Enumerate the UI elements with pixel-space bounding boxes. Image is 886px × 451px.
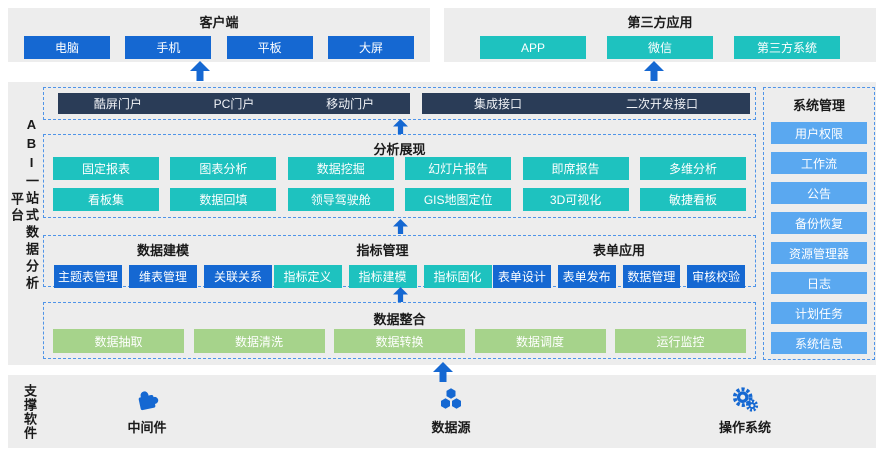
gears-icon: [731, 386, 760, 414]
analysis-item[interactable]: 即席报告: [522, 157, 629, 180]
hexagons-icon: [437, 386, 465, 414]
client-item-tablet[interactable]: 平板: [226, 36, 313, 59]
system-item[interactable]: 工作流: [771, 152, 867, 174]
portal-bar-right: 集成接口 二次开发接口: [422, 93, 750, 114]
modeling-group-title: 指标管理: [356, 243, 409, 258]
modeling-group-form: 表单应用 表单设计 表单发布 数据管理 审核校验: [493, 240, 745, 288]
analysis-item[interactable]: 3D可视化: [522, 188, 629, 211]
support-item-middleware: 中间件: [105, 386, 189, 436]
analysis-item[interactable]: 固定报表: [53, 157, 159, 180]
modeling-group-title: 数据建模: [136, 243, 189, 258]
modeling-item[interactable]: 指标建模: [348, 265, 417, 288]
system-management-section: 系统管理 用户权限 工作流 公告 备份恢复 资源管理器 日志 计划任务 系统信息: [763, 87, 875, 360]
modeling-item[interactable]: 审核校验: [687, 265, 745, 288]
portal-item-pc[interactable]: PC门户: [213, 97, 255, 111]
client-item-bigscreen[interactable]: 大屏: [327, 36, 414, 59]
modeling-item[interactable]: 表单设计: [493, 265, 551, 288]
system-item[interactable]: 资源管理器: [771, 242, 867, 264]
modeling-group-indicator: 指标管理 指标定义 指标建模 指标固化: [273, 240, 492, 288]
analysis-section: 分析展现 固定报表 图表分析 数据挖掘 幻灯片报告 即席报告 多维分析 看板集 …: [43, 134, 756, 218]
system-title: 系统管理: [792, 98, 845, 113]
integration-item[interactable]: 数据转换: [334, 329, 465, 353]
modeling-item[interactable]: 维表管理: [129, 265, 197, 288]
third-party-item-wechat[interactable]: 微信: [607, 36, 713, 59]
analysis-item[interactable]: 幻灯片报告: [405, 157, 512, 180]
support-item-datasource: 数据源: [409, 386, 493, 436]
client-title: 客户端: [199, 15, 239, 30]
up-arrow-icon: [390, 119, 411, 134]
modeling-item[interactable]: 主题表管理: [54, 265, 122, 288]
analysis-item[interactable]: 领导驾驶舱: [287, 188, 394, 211]
support-item-label: 操作系统: [718, 420, 771, 435]
integration-item[interactable]: 数据抽取: [53, 329, 184, 353]
modeling-group-title: 表单应用: [592, 243, 645, 258]
modeling-item[interactable]: 指标固化: [423, 265, 492, 288]
system-item[interactable]: 系统信息: [771, 332, 867, 354]
client-item-pc[interactable]: 电脑: [24, 36, 110, 59]
integration-section: 数据整合 数据抽取 数据清洗 数据转换 数据调度 运行监控: [43, 302, 756, 359]
analysis-item[interactable]: 多维分析: [639, 157, 746, 180]
integration-item[interactable]: 数据清洗: [193, 329, 325, 353]
portal-section: 酷屏门户 PC门户 移动门户 集成接口 二次开发接口: [43, 87, 756, 120]
platform-label-main: ABI一站式数据分析: [24, 117, 39, 293]
support-item-os: 操作系统: [703, 386, 787, 436]
portal-item-coolscreen[interactable]: 酷屏门户: [93, 97, 142, 111]
third-party-item-system[interactable]: 第三方系统: [734, 36, 840, 59]
third-party-title: 第三方应用: [627, 15, 693, 30]
platform-panel: ABI一站式数据分析 平台 酷屏门户 PC门户 移动门户 集成接口 二次开发接口…: [8, 82, 876, 365]
system-item[interactable]: 用户权限: [771, 122, 867, 144]
modeling-section: 数据建模 主题表管理 维表管理 关联关系 指标管理 指标定义 指标建模 指标固化: [43, 235, 756, 288]
third-party-item-app[interactable]: APP: [480, 36, 586, 59]
analysis-item[interactable]: 数据挖掘: [287, 157, 394, 180]
integration-title: 数据整合: [373, 312, 426, 327]
portal-item-secondary-dev-api[interactable]: 二次开发接口: [625, 97, 698, 111]
support-item-label: 中间件: [127, 420, 167, 435]
up-arrow-icon: [432, 361, 454, 383]
system-item[interactable]: 公告: [771, 182, 867, 204]
support-panel: 支撑软件 中间件: [8, 375, 876, 448]
system-item[interactable]: 备份恢复: [771, 212, 867, 234]
client-item-mobile[interactable]: 手机: [125, 36, 212, 59]
up-arrow-icon: [390, 287, 411, 302]
modeling-item[interactable]: 数据管理: [622, 265, 681, 288]
analysis-title: 分析展现: [373, 142, 426, 157]
client-panel: 客户端 电脑 手机 平板 大屏: [8, 8, 430, 62]
portal-item-integration-api[interactable]: 集成接口: [473, 97, 522, 111]
analysis-item[interactable]: 看板集: [53, 188, 159, 211]
modeling-item[interactable]: 指标定义: [273, 265, 342, 288]
modeling-group-data: 数据建模 主题表管理 维表管理 关联关系: [54, 240, 272, 288]
integration-item[interactable]: 运行监控: [615, 329, 746, 353]
up-arrow-icon: [189, 61, 211, 81]
analysis-item[interactable]: 图表分析: [170, 157, 277, 180]
support-label: 支撑软件: [22, 384, 37, 440]
system-item[interactable]: 计划任务: [771, 302, 867, 324]
portal-bar-left: 酷屏门户 PC门户 移动门户: [58, 93, 410, 114]
analysis-item[interactable]: 敏捷看板: [639, 188, 746, 211]
analysis-item[interactable]: 数据回填: [170, 188, 277, 211]
puzzle-icon: [133, 386, 161, 414]
up-arrow-icon: [643, 61, 665, 81]
integration-item[interactable]: 数据调度: [474, 329, 606, 353]
third-party-panel: 第三方应用 APP 微信 第三方系统: [444, 8, 876, 62]
support-item-label: 数据源: [431, 420, 471, 435]
modeling-item[interactable]: 表单发布: [557, 265, 616, 288]
analysis-item[interactable]: GIS地图定位: [405, 188, 512, 211]
up-arrow-icon: [390, 219, 411, 234]
platform-label-suffix: 平台: [9, 192, 24, 224]
portal-item-mobile[interactable]: 移动门户: [326, 97, 375, 111]
modeling-item[interactable]: 关联关系: [204, 265, 272, 288]
system-item[interactable]: 日志: [771, 272, 867, 294]
